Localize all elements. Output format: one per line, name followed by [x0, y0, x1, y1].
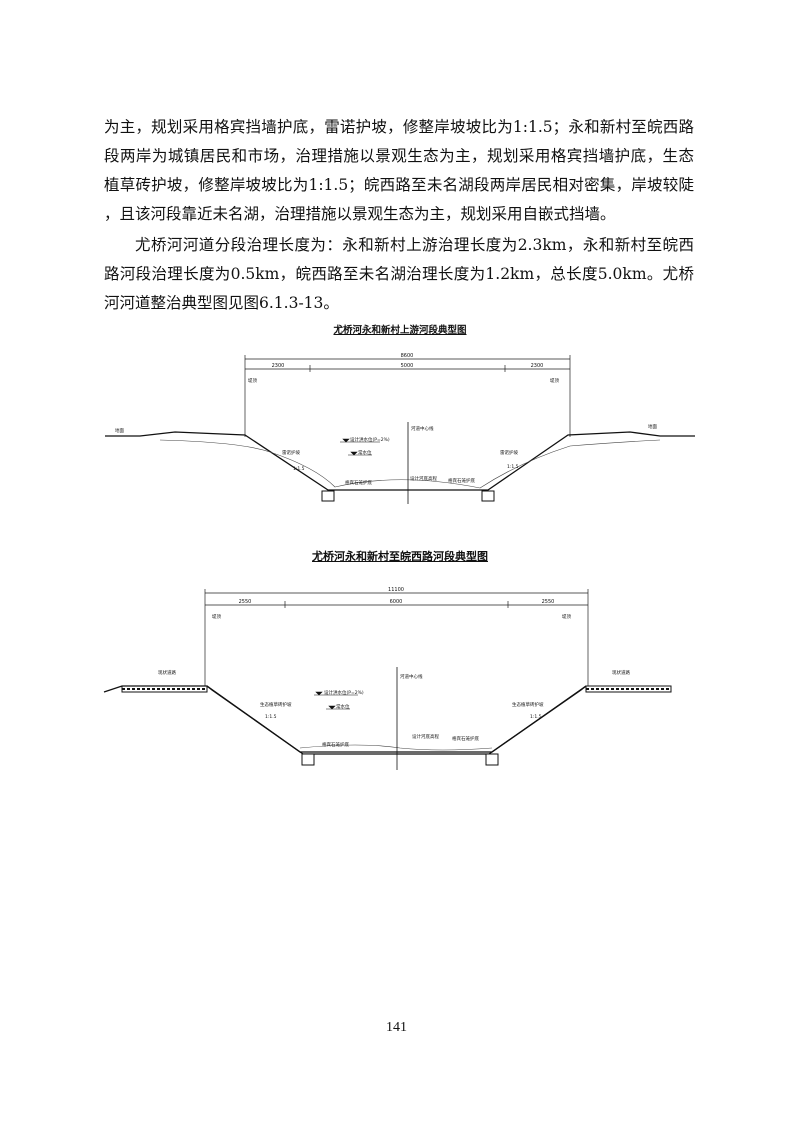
page-number: 141	[386, 1020, 407, 1035]
text-line: 段两岸为城镇居民和市场，治理措施以景观生态为主，规划采用格宾挡墙护底，生态	[104, 147, 694, 165]
left-base-label: 格宾石笼护底	[345, 479, 372, 486]
dim-left: 2550	[239, 599, 252, 605]
dim-middle: 5000	[401, 363, 414, 369]
gabion-footing-left	[301, 753, 315, 766]
right-base-label: 格宾石笼护底	[448, 477, 475, 484]
text-line: ，且该河段靠近未名湖，治理措施以景观生态为主，规划采用自嵌式挡墙。	[104, 205, 616, 223]
left-ground-label: 地面	[115, 427, 124, 434]
left-edge-label: 堤顶	[212, 613, 221, 620]
original-terrain-line	[159, 439, 661, 489]
original-terrain-line	[299, 744, 493, 751]
text-line: 植草砖护坡，修整岸坡坡比为1:1.5；皖西路至未名湖段两岸居民相对密集，岸坡较陡	[104, 176, 694, 194]
bed-label: 设计河底高程	[410, 475, 437, 482]
centerline-label: 河道中心线	[411, 425, 434, 432]
right-ratio-label: 1:1.5	[507, 464, 519, 470]
bed-label: 设计河底高程	[412, 733, 439, 740]
text-line: 尤桥河河道分段治理长度为：永和新村上游治理长度为2.3km，永和新村至皖西	[135, 236, 694, 254]
text-line: 河河道整治典型图见图6.1.3-13。	[104, 294, 339, 312]
flood-level-label: 设计洪水位(P=2%)	[324, 689, 364, 696]
dim-middle: 6000	[390, 599, 403, 605]
gabion-footing-left	[321, 490, 335, 502]
figure-title: 尤桥河永和新村上游河段典型图	[333, 325, 467, 336]
right-ground-label: 地面	[648, 423, 657, 430]
right-edge-label: 堤顶	[550, 377, 559, 384]
dim-right: 2550	[542, 599, 555, 605]
road-surface-left	[121, 685, 208, 693]
channel-profile	[105, 431, 695, 491]
dimension-lines	[244, 355, 571, 437]
cross-section-drawing: 8600 2300 5000 2300 设计洪水位(P=2%) 常水位 河道中心…	[105, 353, 695, 504]
left-slope-label: 生态植草砖护坡	[260, 701, 292, 708]
gabion-footing-right	[485, 753, 499, 766]
paragraph-treatment-lengths: 尤桥河河道分段治理长度为：永和新村上游治理长度为2.3km，永和新村至皖西 路河…	[104, 231, 694, 318]
dim-total: 8600	[401, 353, 414, 359]
dim-right: 2300	[531, 363, 544, 369]
text-line: 为主，规划采用格宾挡墙护底，雷诺护坡，修整岸坡坡比为1:1.5；永和新村至皖西路	[104, 118, 694, 136]
right-slope-label: 雷诺护坡	[500, 449, 518, 456]
road-surface-right	[585, 685, 672, 693]
water-level-markers	[314, 691, 358, 710]
dimension-lines	[204, 589, 589, 690]
cross-section-figure-upstream: 尤桥河永和新村上游河段典型图 8600 2300 5000 2300	[100, 322, 700, 512]
right-ground-label: 现状道路	[612, 669, 630, 676]
right-slope-label: 生态植草砖护坡	[512, 701, 544, 708]
paragraph-treatment-measures: 为主，规划采用格宾挡墙护底，雷诺护坡，修整岸坡坡比为1:1.5；永和新村至皖西路…	[104, 113, 694, 229]
cross-section-figure-midstream: 尤桥河永和新村至皖西路河段典型图 11100 2550 6000 2550	[100, 542, 700, 782]
flood-level-label: 设计洪水位(P=2%)	[350, 436, 390, 443]
dim-left: 2300	[272, 363, 285, 369]
gabion-footing-right	[481, 490, 495, 502]
centerline-label: 河道中心线	[400, 673, 423, 680]
left-edge-label: 堤顶	[248, 377, 257, 384]
right-base-label: 格宾石笼护底	[452, 735, 479, 742]
left-slope-label: 雷诺护坡	[282, 449, 300, 456]
right-edge-label: 堤顶	[562, 613, 571, 620]
normal-level-label: 常水位	[358, 449, 372, 456]
left-ground-label: 现状道路	[158, 669, 176, 676]
right-ratio-label: 1:1.5	[530, 714, 542, 720]
dim-total: 11100	[388, 587, 404, 593]
cross-section-drawing: 11100 2550 6000 2550 设计洪水位(P=2%)	[103, 587, 672, 770]
left-ratio-label: 1:1.5	[293, 466, 305, 472]
water-level-markers	[340, 438, 380, 456]
channel-profile	[103, 685, 587, 755]
left-ratio-label: 1:1.5	[265, 714, 277, 720]
normal-level-label: 常水位	[336, 703, 350, 710]
text-line: 路河段治理长度为0.5km，皖西路至未名湖治理长度为1.2km，总长度5.0km…	[104, 265, 694, 283]
figure-title: 尤桥河永和新村至皖西路河段典型图	[312, 550, 488, 563]
left-base-label: 格宾石笼护底	[322, 741, 349, 748]
